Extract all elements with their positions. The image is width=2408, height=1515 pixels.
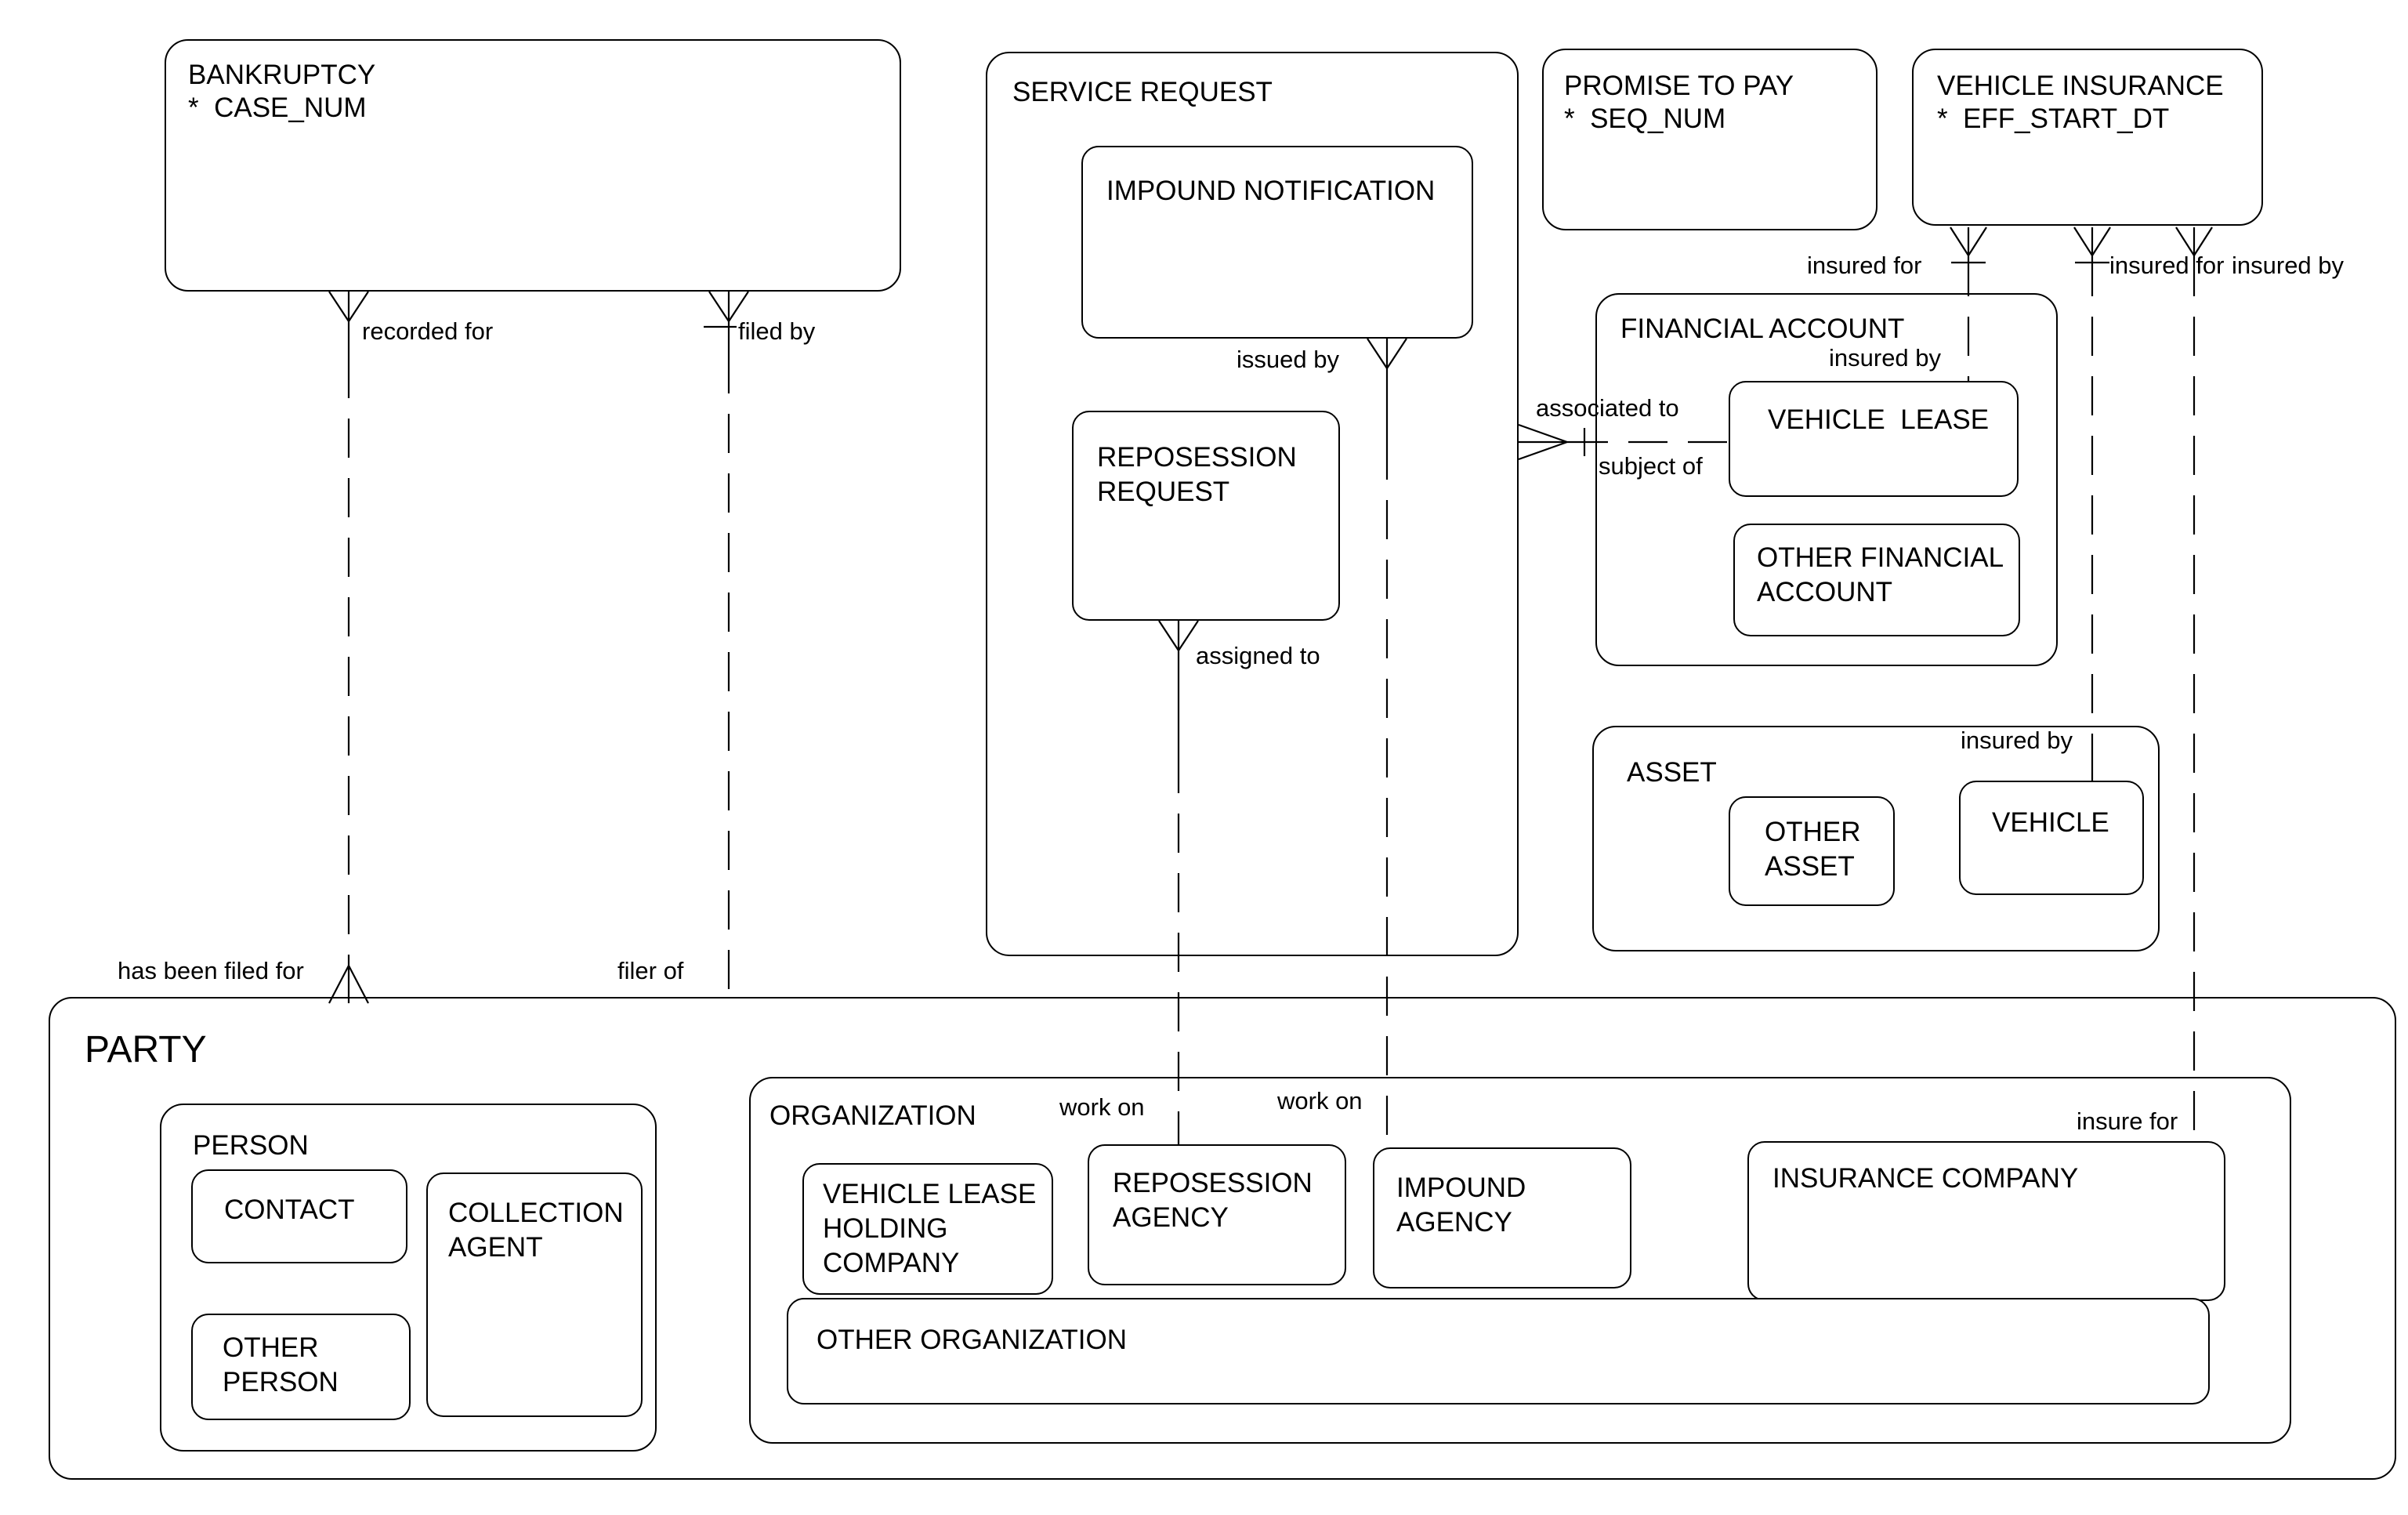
entity-title: REPOSESSION REQUEST: [1097, 442, 1297, 508]
entity-title: IMPOUND NOTIFICATION: [1106, 176, 1436, 206]
entity-title: OTHER ORGANIZATION: [817, 1325, 1128, 1355]
label-assigned-to: assigned to: [1196, 642, 1320, 669]
entity-attribute: * EFF_START_DT: [1937, 103, 2170, 134]
entity-title: FINANCIAL ACCOUNT: [1620, 314, 1905, 344]
entity-title: VEHICLE INSURANCE: [1937, 71, 2224, 101]
entity-title: OTHER FINANCIAL ACCOUNT: [1757, 542, 2003, 608]
entity-reposession-agency: REPOSESSION AGENCY: [1088, 1144, 1346, 1285]
label-insured-for-vehicle: insured for: [2109, 252, 2225, 279]
entity-title: ASSET: [1627, 757, 1717, 788]
label-has-been-filed-for: has been filed for: [118, 957, 304, 984]
entity-title: OTHER PERSON: [223, 1332, 339, 1398]
entity-impound-agency: IMPOUND AGENCY: [1373, 1147, 1631, 1288]
label-associated-to: associated to: [1536, 394, 1679, 422]
entity-title: PROMISE TO PAY: [1564, 71, 1794, 101]
entity-title: INSURANCE COMPANY: [1773, 1163, 2079, 1194]
label-work-on-reposession: work on: [1059, 1093, 1145, 1121]
label-filer-of: filer of: [617, 957, 684, 984]
entity-title: CONTACT: [224, 1194, 355, 1225]
entity-promise-to-pay: PROMISE TO PAY * SEQ_NUM: [1542, 49, 1878, 230]
label-insured-for-vehicle-lease: insured for: [1807, 252, 1922, 279]
label-subject-of: subject of: [1599, 452, 1703, 480]
entity-insurance-company: INSURANCE COMPANY: [1747, 1141, 2225, 1301]
entity-title: BANKRUPTCY: [188, 60, 376, 90]
entity-other-organization: OTHER ORGANIZATION: [787, 1298, 2210, 1404]
entity-attribute: * CASE_NUM: [188, 92, 367, 123]
label-insured-by-insurance: insured by: [2232, 252, 2345, 279]
entity-title: VEHICLE LEASE HOLDING COMPANY: [823, 1179, 1037, 1279]
entity-contact: CONTACT: [191, 1169, 407, 1263]
entity-collection-agent: COLLECTION AGENT: [426, 1172, 643, 1417]
connector-insured-for-vehicle: [2073, 227, 2111, 781]
label-insured-by-asset: insured by: [1961, 727, 2073, 754]
entity-other-asset: OTHER ASSET: [1729, 796, 1895, 906]
label-insure-for: insure for: [2077, 1107, 2178, 1135]
entity-bankruptcy: BANKRUPTCY * CASE_NUM: [165, 39, 901, 292]
entity-title: PERSON: [193, 1130, 309, 1161]
entity-title: IMPOUND AGENCY: [1396, 1172, 1526, 1238]
connector-recorded-for: [328, 291, 369, 1004]
entity-vehicle-insurance: VEHICLE INSURANCE * EFF_START_DT: [1912, 49, 2263, 226]
label-issued-by: issued by: [1237, 346, 1339, 373]
entity-attribute: * SEQ_NUM: [1564, 103, 1726, 134]
label-work-on-impound: work on: [1277, 1087, 1363, 1115]
entity-vehicle-lease: VEHICLE LEASE: [1729, 381, 2019, 497]
label-insured-by-financial-account: insured by: [1829, 344, 1942, 372]
entity-title: COLLECTION AGENT: [448, 1198, 624, 1263]
entity-title: OTHER ASSET: [1765, 817, 1861, 883]
entity-title: REPOSESSION AGENCY: [1113, 1168, 1313, 1234]
entity-title: VEHICLE LEASE: [1768, 404, 1990, 435]
entity-title: VEHICLE: [1992, 807, 2109, 838]
label-filed-by: filed by: [738, 317, 816, 345]
entity-title: PARTY: [85, 1029, 207, 1071]
connector-filed-by: [704, 291, 749, 1003]
label-recorded-for: recorded for: [362, 317, 494, 345]
entity-vehicle-lease-holding-company: VEHICLE LEASE HOLDING COMPANY: [802, 1163, 1053, 1295]
entity-impound-notification: IMPOUND NOTIFICATION: [1081, 146, 1473, 339]
entity-title: SERVICE REQUEST: [1012, 77, 1273, 107]
entity-reposession-request: REPOSESSION REQUEST: [1072, 411, 1340, 621]
entity-other-financial-account: OTHER FINANCIAL ACCOUNT: [1733, 524, 2020, 636]
entity-other-person: OTHER PERSON: [191, 1314, 411, 1420]
entity-vehicle: VEHICLE: [1959, 781, 2144, 895]
entity-title: ORGANIZATION: [769, 1100, 976, 1131]
